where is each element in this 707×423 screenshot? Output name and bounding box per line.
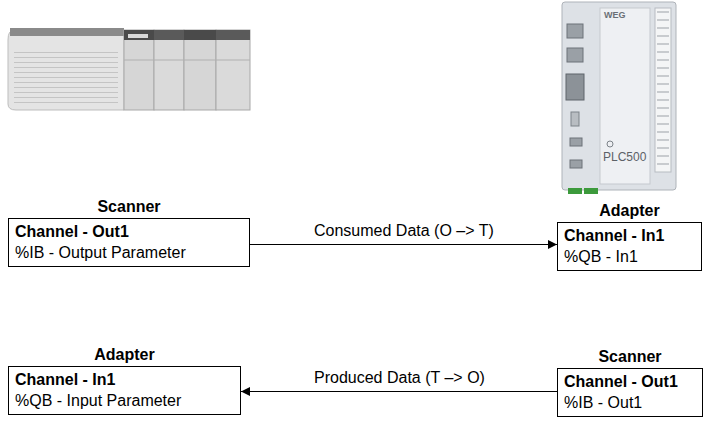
- role-heading: Adapter: [9, 346, 240, 364]
- channel-box: AdapterChannel - In1%QB - Input Paramete…: [8, 366, 241, 415]
- channel-box: ScannerChannel - Out1%IB - Out1: [557, 368, 703, 417]
- adapter-plc-illustration: [562, 2, 676, 194]
- role-heading: Scanner: [558, 348, 702, 366]
- role-heading: Adapter: [558, 202, 701, 220]
- channel-name: Channel - In1: [564, 225, 695, 246]
- data-flow-arrow: [250, 244, 557, 245]
- channel-name: Channel - In1: [15, 369, 234, 390]
- model-name: PLC500: [603, 150, 646, 164]
- channel-name: Channel - Out1: [15, 221, 243, 242]
- parameter-name: %IB - Output Parameter: [15, 242, 243, 263]
- channel-box: ScannerChannel - Out1%IB - Output Parame…: [8, 218, 250, 267]
- data-flow-arrow: [241, 391, 557, 392]
- parameter-name: %IB - Out1: [564, 392, 696, 413]
- channel-box: AdapterChannel - In1%QB - In1: [557, 222, 702, 271]
- role-heading: Scanner: [9, 198, 249, 216]
- brand-logo: WEG: [604, 10, 626, 20]
- flow-label: Consumed Data (O –> T): [311, 222, 497, 240]
- flow-label: Produced Data (T –> O): [311, 369, 488, 387]
- parameter-name: %QB - In1: [564, 246, 695, 267]
- parameter-name: %QB - Input Parameter: [15, 390, 234, 411]
- scanner-plc-illustration: [8, 28, 250, 110]
- channel-name: Channel - Out1: [564, 371, 696, 392]
